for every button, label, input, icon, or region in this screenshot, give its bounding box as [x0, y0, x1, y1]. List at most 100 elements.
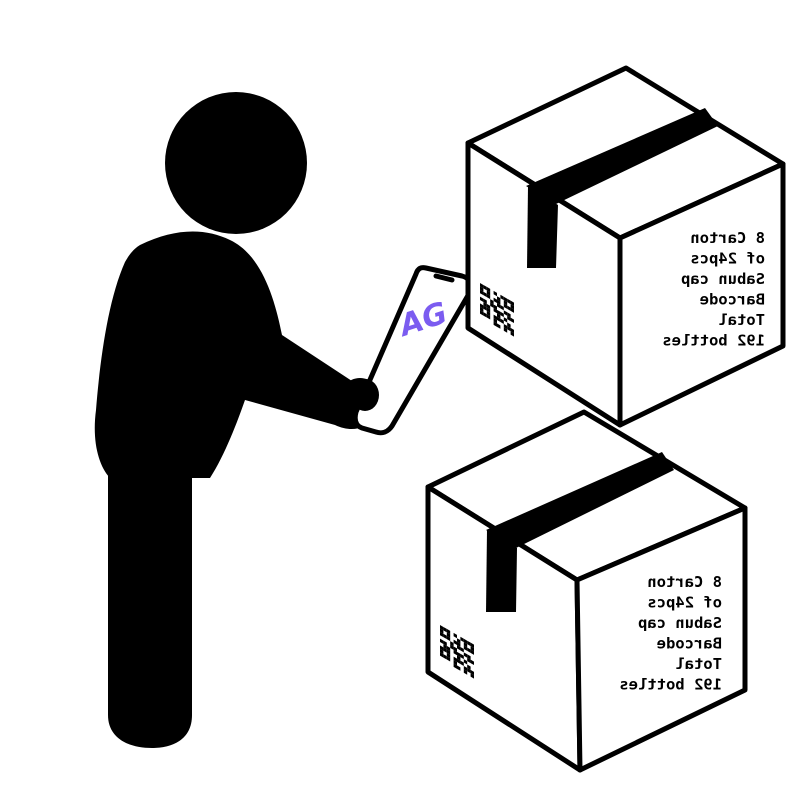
- qr-module: [440, 638, 444, 644]
- qr-module: [443, 643, 447, 650]
- qr-module: [446, 645, 451, 652]
- qr-module: [463, 645, 468, 651]
- qr-module: [457, 665, 461, 671]
- qr-module: [507, 305, 511, 311]
- qr-module: [497, 323, 501, 329]
- box-label-line: of 24pcs: [647, 594, 722, 612]
- qr-module: [446, 628, 451, 635]
- qr-module: [486, 307, 491, 313]
- qr-module: [483, 298, 487, 304]
- qr-module: [503, 317, 508, 323]
- box-label-line: Barcode: [700, 291, 765, 309]
- qr-module: [507, 315, 511, 322]
- qr-module: [483, 301, 487, 308]
- qr-module: [467, 657, 471, 664]
- qr-module: [493, 290, 498, 297]
- qr-module: [493, 318, 498, 324]
- qr-module: [497, 316, 501, 322]
- box-bottom-tape-side: [486, 530, 517, 612]
- qr-module: [453, 656, 458, 663]
- box-top-tape-lid: [526, 108, 718, 204]
- person-figure: [94, 92, 382, 748]
- phone-speaker-notch: [433, 273, 455, 283]
- qr-module: [463, 638, 468, 645]
- qr-module: [483, 291, 487, 298]
- qr-module: [510, 317, 515, 324]
- qr-module: [480, 306, 484, 313]
- qr-module: [497, 309, 501, 316]
- person-leg: [108, 460, 192, 748]
- qr-module: [457, 645, 461, 651]
- box-bottom-tape-lid: [486, 452, 674, 548]
- qr-module: [503, 300, 508, 306]
- box-label-line: Barcode: [657, 635, 722, 653]
- qr-module: [507, 325, 511, 332]
- qr-module: [486, 303, 491, 310]
- qr-module: [480, 286, 484, 292]
- box-bottom-right-face: [574, 505, 748, 773]
- person-thumb: [351, 379, 379, 411]
- qr-module: [486, 286, 491, 293]
- qr-module: [470, 649, 475, 655]
- qr-module: [460, 636, 464, 643]
- qr-module: [446, 656, 451, 662]
- qr-module: [507, 322, 511, 328]
- qr-module: [467, 654, 471, 660]
- qr-module: [457, 658, 461, 664]
- qr-module: [497, 313, 501, 319]
- qr-module: [510, 331, 515, 337]
- qr-module: [440, 631, 444, 638]
- box-label-line: of 24pcs: [690, 250, 765, 268]
- qr-module: [480, 303, 484, 309]
- qr-module: [440, 628, 444, 634]
- qr-module: [500, 318, 504, 324]
- person-head: [165, 92, 307, 234]
- qr-module: [457, 638, 461, 644]
- box-top-tape-side: [527, 186, 558, 268]
- qr-module: [453, 649, 458, 656]
- qr-module: [503, 296, 508, 303]
- qr-module: [463, 659, 468, 665]
- qr-code-icon: [480, 283, 515, 337]
- qr-module: [460, 653, 464, 660]
- qr-code-icon: [440, 625, 475, 679]
- qr-module: [457, 651, 461, 658]
- qr-module: [480, 289, 484, 296]
- qr-module: [443, 654, 447, 660]
- qr-module: [480, 296, 484, 302]
- qr-module: [510, 300, 515, 307]
- box-label-line: Sabun cap: [681, 270, 765, 288]
- qr-module: [497, 296, 501, 302]
- qr-module: [470, 669, 475, 676]
- qr-module: [493, 307, 498, 314]
- qr-module: [490, 299, 494, 305]
- qr-module: [470, 659, 475, 666]
- qr-module: [500, 311, 504, 318]
- qr-module: [443, 633, 447, 640]
- qr-module: [453, 646, 458, 652]
- box-label-line: Sabun cap: [638, 614, 722, 632]
- qr-module: [440, 645, 444, 651]
- qr-module: [467, 647, 471, 653]
- qr-module: [507, 298, 511, 305]
- person-torso: [94, 231, 375, 478]
- box-top-right-face: [617, 161, 786, 428]
- qr-module: [497, 299, 501, 305]
- qr-module: [457, 641, 461, 647]
- qr-module: [450, 641, 454, 647]
- qr-module: [450, 644, 454, 650]
- qr-module: [446, 632, 451, 638]
- qr-module: [493, 304, 498, 310]
- qr-module: [463, 652, 468, 658]
- qr-module: [490, 302, 494, 308]
- qr-module: [460, 646, 464, 653]
- qr-module: [510, 304, 515, 310]
- qr-module: [446, 652, 451, 659]
- qr-module: [480, 310, 484, 316]
- qr-module: [440, 652, 444, 658]
- box-label-line: 8 Carton: [647, 573, 722, 591]
- qr-module: [510, 327, 515, 334]
